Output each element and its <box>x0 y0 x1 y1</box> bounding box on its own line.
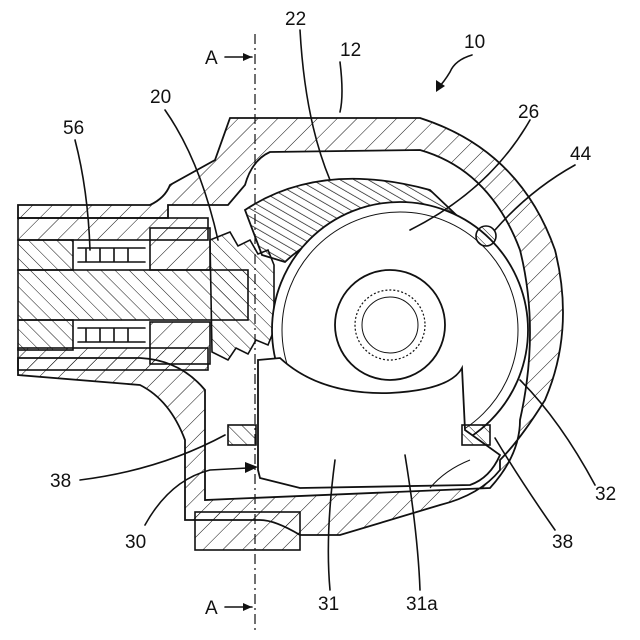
shaft-thread-lower <box>78 328 145 342</box>
label-31a: 31a <box>406 594 438 615</box>
leader-12 <box>340 62 342 112</box>
nut-upper <box>18 240 73 270</box>
label-12: 12 <box>340 40 361 61</box>
label-10: 10 <box>464 32 485 53</box>
label-26: 26 <box>518 102 539 123</box>
bearing-upper <box>150 228 210 270</box>
leader-22 <box>300 30 330 180</box>
label-32: 32 <box>595 484 616 505</box>
seal-left-38 <box>228 425 256 445</box>
bottom-bolt <box>195 512 300 550</box>
label-44: 44 <box>570 144 592 165</box>
leader-38-right <box>495 438 555 530</box>
shaft-thread-upper <box>78 248 145 262</box>
label-31: 31 <box>318 594 339 615</box>
pin-44 <box>476 226 496 246</box>
label-22: 22 <box>285 9 306 30</box>
label-56: 56 <box>63 118 84 139</box>
section-arrowhead-top <box>243 53 252 61</box>
leader-30-arrow <box>245 462 258 473</box>
nut-lower <box>18 320 73 350</box>
hub-spline <box>355 290 425 360</box>
label-section-top: A <box>205 48 218 69</box>
leader-10 <box>438 55 472 88</box>
label-section-bottom: A <box>205 598 218 619</box>
label-38-left: 38 <box>50 471 71 492</box>
label-38-right: 38 <box>552 532 573 553</box>
section-arrowhead-bottom <box>243 603 252 611</box>
label-20: 20 <box>150 87 171 108</box>
seal-right-38 <box>462 425 490 445</box>
label-30: 30 <box>125 532 146 553</box>
bearing-lower <box>150 322 210 364</box>
